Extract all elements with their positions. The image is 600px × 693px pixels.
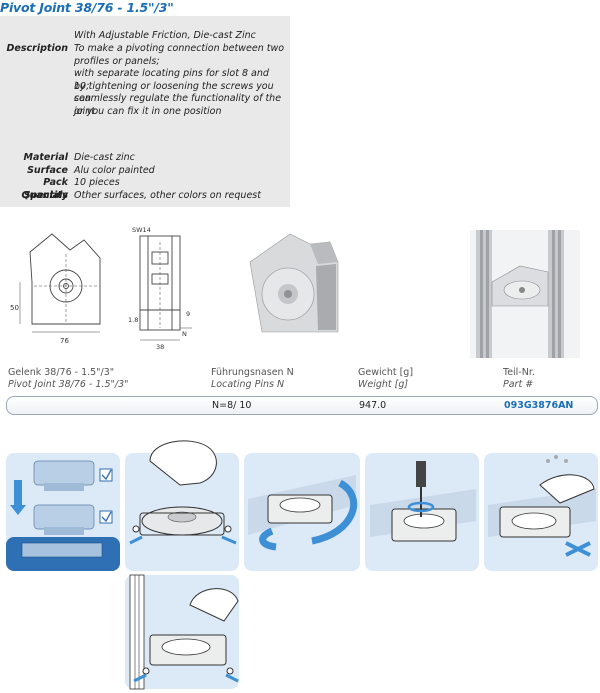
col-product-header: Gelenk 38/76 - 1.5"/3" Pivot Joint 38/76… <box>8 367 129 390</box>
front-view-drawing <box>19 233 101 333</box>
step-tighten-screw <box>365 453 479 571</box>
col-pins-header: Führungsnasen N Locating Pins N <box>211 367 294 390</box>
dim-n: N <box>182 330 187 338</box>
pins-cell: N=8/ 10 <box>212 400 252 411</box>
step-vertical-mount <box>125 574 239 690</box>
technical-drawings: 50 76 SW14 1.8 9 N 38 <box>10 226 580 358</box>
weight-cell: 947.0 <box>359 400 387 411</box>
side-view-drawing <box>139 235 192 341</box>
dim-9: 9 <box>186 310 190 318</box>
installed-joint-photo <box>470 230 580 358</box>
table-row: N=8/ 10 947.0 093G3876AN <box>6 396 598 415</box>
dim-sw14: SW14 <box>132 226 151 234</box>
dim-38: 38 <box>156 343 164 351</box>
dim-50: 50 <box>10 304 19 312</box>
page-title: Pivot Joint 38/76 - 1.5"/3" <box>0 0 174 15</box>
step-slot-options <box>6 453 120 571</box>
dim-76: 76 <box>60 337 69 345</box>
step-insert-joint <box>125 440 239 571</box>
dim-1-8: 1.8 <box>128 316 138 324</box>
part-number-cell: 093G3876AN <box>504 400 574 411</box>
step-rotate-joint <box>244 453 360 571</box>
col-weight-header: Gewicht [g] Weight [g] <box>358 367 414 390</box>
col-partno-header: Teil-Nr. Part # <box>503 367 535 390</box>
description-label: Description <box>6 43 68 54</box>
assembly-steps <box>6 440 598 690</box>
specification-panel: With Adjustable Friction, Die-cast Zinc … <box>0 16 290 207</box>
step-fix-position <box>484 453 598 571</box>
pivot-joint-render <box>249 233 339 333</box>
